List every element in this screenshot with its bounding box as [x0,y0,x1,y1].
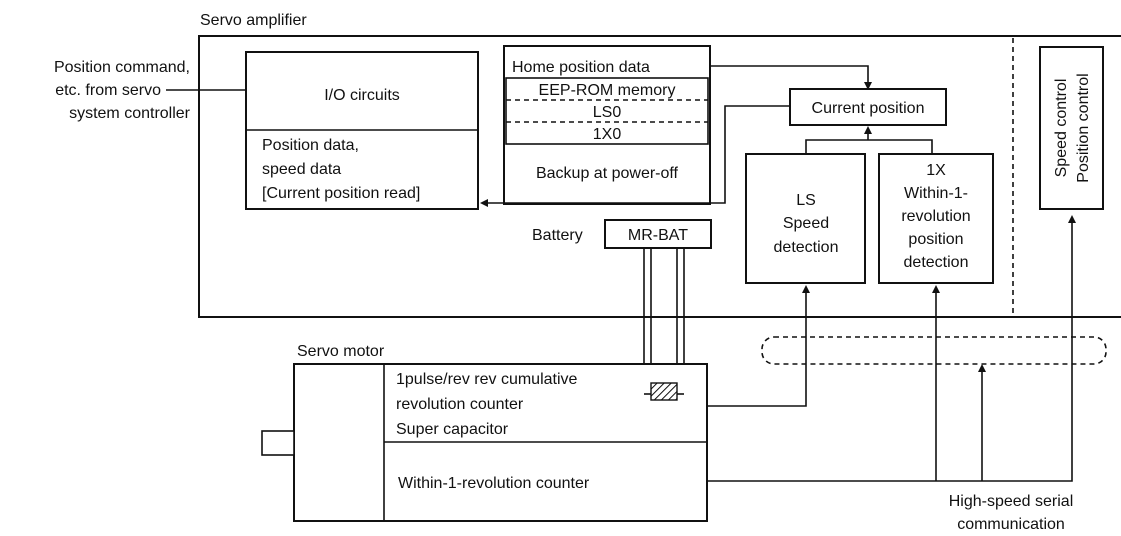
backup-label: Backup at power-off [536,165,679,182]
super-capacitor-icon [650,382,678,401]
io-circuits-title: I/O circuits [324,87,400,104]
speed-detection-line-2: Speed [783,215,829,232]
within-rev-to-detection-line [707,223,1073,482]
1x0-label: 1X0 [593,126,622,143]
position-detection-box: 1X Within-1- revolution position detecti… [878,153,994,284]
speed-detection-line-3: detection [774,239,839,256]
speed-control-label: Speed control [1053,79,1070,178]
position-detection-line-2: Within-1- [904,185,968,202]
current-position-label: Current position [812,100,925,117]
speed-detection-box: LS Speed detection [745,153,866,284]
serial-label-line-1: High-speed serial [949,493,1074,510]
position-detection-line-3: revolution [901,208,970,225]
battery-name: MR-BAT [628,227,688,244]
current-to-io-line [488,105,790,204]
within-rev-to-control-arrow [1068,215,1076,223]
motor-upper-line-1: 1pulse/rev rev cumulative [396,371,578,388]
detection-to-current-line [805,139,933,154]
serial-label-arrow [978,364,986,372]
home-to-current-arrow [864,82,872,90]
io-circuits-box: I/O circuits Position data, speed data [… [245,51,479,210]
home-position-data-label: Home position data [512,59,650,76]
eeprom-label: EEP-ROM memory [539,82,676,99]
control-box: Speed control Position control [1039,46,1104,210]
revcounter-to-speed-line [707,293,807,407]
position-detection-line-1: 1X [926,162,946,179]
io-data-line-1: Position data, [262,137,359,154]
position-detection-line-4: position [908,231,963,248]
motor-upper-line-2: revolution counter [396,396,524,413]
position-detection-line-5: detection [904,254,969,271]
motor-shaft [261,430,295,456]
battery-box: MR-BAT [604,219,712,249]
within-rev-to-detection-arrow [932,285,940,293]
amplifier-frame [198,35,1121,318]
motor-lower-label: Within-1-revolution counter [398,475,590,492]
detection-to-current-arrow [864,126,872,134]
amplifier-title: Servo amplifier [200,12,307,29]
ls0-label: LS0 [593,104,622,121]
servo-motor-box: 1pulse/rev rev cumulative revolution cou… [293,363,708,522]
serial-communication-zone [761,336,1107,365]
input-label-line-3: system controller [69,105,191,122]
revcounter-to-speed-arrow [802,285,810,293]
serial-label-line-2: communication [957,516,1065,533]
io-data-line-3: [Current position read] [262,185,420,202]
input-label: Position command, etc. from servo system… [54,59,191,122]
current-to-io-arrow [480,199,488,207]
speed-detection-line-1: LS [796,192,816,209]
motor-title: Servo motor [297,343,385,360]
current-position-box: Current position [789,88,947,126]
input-label-line-1: Position command, [54,59,190,76]
io-data-line-2: speed data [262,161,341,178]
position-control-label: Position control [1075,73,1092,182]
battery-label: Battery [532,227,583,244]
motor-upper-line-3: Super capacitor [396,421,509,438]
home-to-current-line [710,65,869,82]
input-label-line-2: etc. from servo [55,82,161,99]
memory-box: Home position data EEP-ROM memory LS0 1X… [503,45,711,205]
